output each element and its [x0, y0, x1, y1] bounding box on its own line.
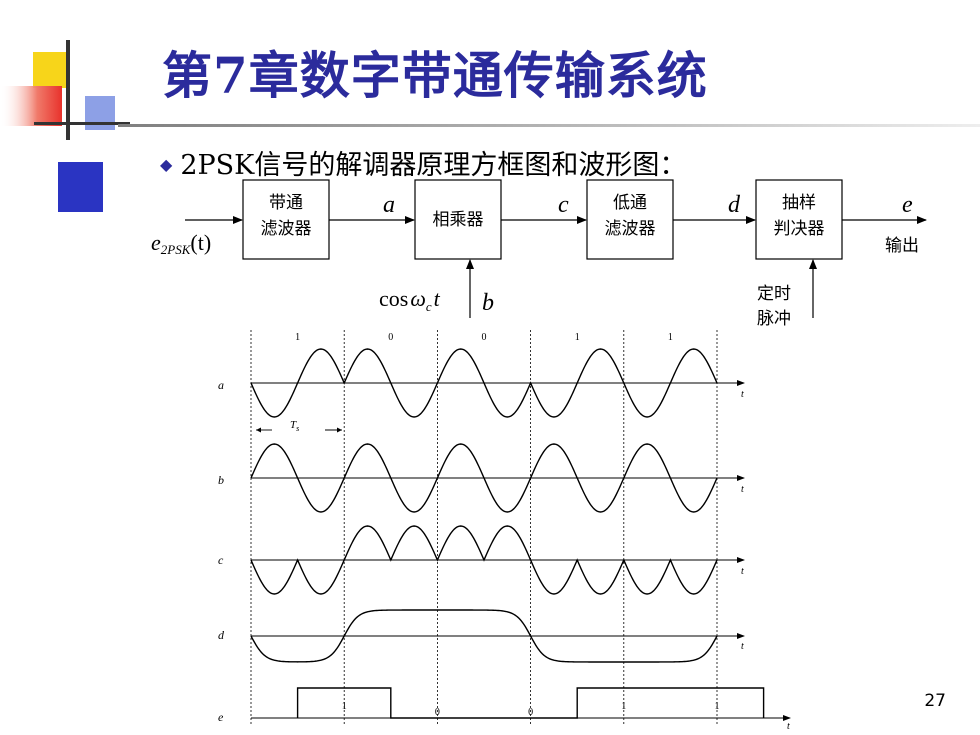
- block-diagram: 带通 滤波器 相乘器 低通 滤波器 抽样 判决器 e2PSK(t) a c d …: [151, 179, 927, 329]
- label-b: b: [482, 290, 494, 316]
- block3-line2: 滤波器: [605, 219, 656, 239]
- axis-t-e: t: [787, 721, 790, 732]
- bullet-text: ◆ 2PSK信号的解调器原理方框图和波形图：: [160, 143, 686, 182]
- waveform-b: [250, 443, 718, 513]
- label-e: e: [902, 192, 913, 218]
- timing-line1: 定时: [757, 284, 791, 304]
- carrier-label: cosωct: [379, 286, 441, 314]
- slide-title: 第7章数字带通传输系统: [162, 46, 708, 105]
- page-number: 27: [924, 691, 946, 711]
- blue-square: [58, 162, 103, 212]
- block2-line1: 相乘器: [433, 210, 484, 230]
- axis-t-a: t: [741, 389, 744, 400]
- row-label-e: e: [218, 710, 224, 724]
- waveform-a: [250, 348, 718, 418]
- row-label-c: c: [218, 553, 224, 567]
- title-underline: [118, 124, 980, 127]
- yellow-square: [33, 52, 67, 88]
- diamond-bullet-icon: ◆: [160, 155, 173, 174]
- vertical-rule: [66, 40, 70, 140]
- row-label-d: d: [218, 628, 225, 642]
- period-label: Ts: [290, 419, 299, 433]
- block4-line1: 抽样: [782, 193, 816, 213]
- waveform-c: [250, 525, 718, 595]
- row-label-b: b: [218, 473, 224, 487]
- bit-label-2: 0: [482, 332, 487, 343]
- red-bar: [0, 86, 62, 126]
- period-left-arrow-icon: [256, 427, 261, 433]
- label-d: d: [728, 192, 741, 218]
- axis-t-b: t: [741, 484, 744, 495]
- output-bit-2: 0: [528, 707, 533, 718]
- corner-decoration: [0, 40, 130, 212]
- waveform-e: [296, 687, 765, 719]
- period-right-arrow-icon: [337, 427, 342, 433]
- bullet-rest: 信号的解调器原理方框图和波形图：: [254, 150, 687, 181]
- block3-line1: 低通: [613, 193, 647, 213]
- bit-label-1: 0: [388, 332, 393, 343]
- horizontal-rule: [34, 122, 130, 125]
- bullet-latin: 2PSK: [180, 150, 255, 181]
- output-bit-3: 1: [621, 701, 626, 712]
- timing-line2: 脉冲: [757, 309, 791, 329]
- label-a: a: [383, 192, 395, 218]
- output-bit-0: 1: [342, 701, 347, 712]
- bit-label-4: 1: [668, 332, 673, 343]
- output-label: 输出: [885, 236, 919, 256]
- input-label: e2PSK(t): [151, 230, 211, 257]
- output-bit-1: 0: [435, 707, 440, 718]
- row-label-a: a: [218, 378, 224, 392]
- waveform-d: [250, 609, 718, 663]
- block1-line2: 滤波器: [261, 219, 312, 239]
- axis-t-c: t: [741, 566, 744, 577]
- bit-label-0: 1: [295, 332, 300, 343]
- axis-t-d: t: [741, 641, 744, 652]
- block1-line1: 带通: [269, 193, 303, 213]
- label-c: c: [558, 192, 569, 218]
- waveform-diagram: 1 0 0 1 1 1 0 0 1 1 a b c d e t t t t t Ts: [218, 330, 791, 732]
- output-bit-4: 1: [715, 701, 720, 712]
- block4-line2: 判决器: [774, 219, 825, 239]
- bit-label-3: 1: [575, 332, 580, 343]
